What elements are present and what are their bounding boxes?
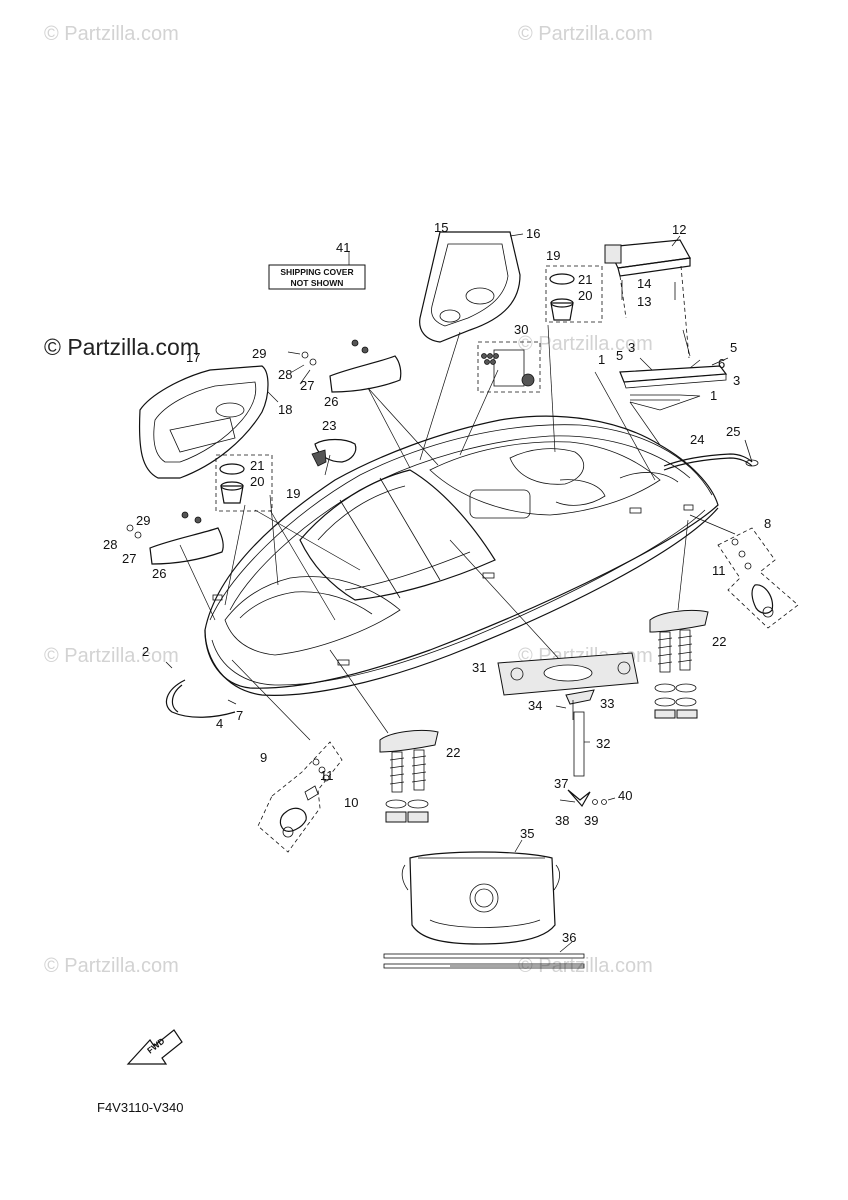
part-8-bracket-right (717, 527, 799, 629)
callout-19-right: 19 (546, 248, 560, 263)
leader-lines (179, 324, 736, 741)
part-3-rail (619, 357, 729, 411)
boat-hull (204, 415, 719, 696)
callout-6: 6 (718, 356, 725, 371)
callout-29-top: 29 (252, 346, 266, 361)
callout-1-top: 1 (598, 352, 605, 367)
callout-13: 13 (637, 294, 651, 309)
part-15-storage-bin (419, 231, 524, 343)
callout-26-top: 26 (324, 394, 338, 409)
part-12-step (604, 235, 691, 359)
callout-18: 18 (278, 402, 292, 417)
part-31-plate (497, 652, 639, 696)
callout-40: 40 (618, 788, 632, 803)
callout-19-left: 19 (286, 486, 300, 501)
part-23-mirror (311, 438, 357, 467)
callout-35: 35 (520, 826, 534, 841)
callout-8: 8 (764, 516, 771, 531)
callout-30: 30 (514, 322, 528, 337)
part-22-cleat-left (379, 729, 439, 823)
callout-17: 17 (186, 350, 200, 365)
note-line-2: NOT SHOWN (291, 278, 344, 288)
part-37-clip (559, 789, 616, 808)
part-17-storage-bin (138, 365, 279, 479)
shipping-cover-note: SHIPPING COVER NOT SHOWN (268, 252, 366, 290)
callout-32: 32 (596, 736, 610, 751)
fwd-arrow: FWD (126, 1029, 183, 1065)
watermark-mid-left: © Partzilla.com (44, 645, 179, 667)
callout-21-left: 21 (250, 458, 264, 473)
callout-20-left: 20 (250, 474, 264, 489)
watermark-main: © Partzilla.com (44, 334, 199, 360)
callout-34: 34 (528, 698, 542, 713)
watermarks: © Partzilla.com © Partzilla.com © Partzi… (44, 23, 653, 977)
callout-29-left: 29 (136, 513, 150, 528)
watermark-bottom-right: © Partzilla.com (518, 955, 653, 977)
callout-22-left: 22 (446, 745, 460, 760)
part-30-panel (477, 341, 541, 393)
watermark-bottom-left: © Partzilla.com (44, 955, 179, 977)
part-26-grab-handle-left (126, 511, 224, 565)
callout-5-left: 5 (616, 348, 623, 363)
part-24-hose (663, 439, 759, 471)
callout-37: 37 (554, 776, 568, 791)
callout-3-top: 3 (628, 340, 635, 355)
callout-26-left: 26 (152, 566, 166, 581)
callout-24: 24 (690, 432, 704, 447)
callout-2: 2 (142, 644, 149, 659)
callout-14: 14 (637, 276, 651, 291)
diagram-code: F4V3110-V340 (97, 1100, 184, 1115)
callout-9: 9 (260, 750, 267, 765)
callouts: 41 15 16 19 21 20 12 14 13 30 3 5 5 1 6 … (103, 220, 771, 945)
callout-21-right: 21 (578, 272, 592, 287)
part-9-bracket-left (257, 741, 343, 853)
part-36-rod (383, 941, 585, 969)
callout-36: 36 (562, 930, 576, 945)
watermark-mid-right: © Partzilla.com (518, 333, 653, 355)
callout-27-top: 27 (300, 378, 314, 393)
callout-23: 23 (322, 418, 336, 433)
callout-3-right: 3 (733, 373, 740, 388)
callout-39: 39 (584, 813, 598, 828)
part-19-cupholder-left (215, 454, 273, 512)
callout-10: 10 (344, 795, 358, 810)
part-19-cupholder-right (545, 265, 603, 323)
watermark-top-right: © Partzilla.com (518, 23, 653, 45)
callout-28-left: 28 (103, 537, 117, 552)
callout-16: 16 (526, 226, 540, 241)
part-32-pole (555, 689, 595, 777)
callout-20-right: 20 (578, 288, 592, 303)
callout-22-right: 22 (712, 634, 726, 649)
note-line-1: SHIPPING COVER (280, 267, 353, 277)
callout-11-left: 11 (320, 768, 334, 783)
callout-15: 15 (434, 220, 448, 235)
part-26-grab-handle-upper (287, 339, 402, 393)
part-4-cable (165, 661, 237, 718)
callout-11-right: 11 (712, 563, 726, 578)
callout-41: 41 (336, 240, 350, 255)
callout-27-left: 27 (122, 551, 136, 566)
callout-33: 33 (600, 696, 614, 711)
watermark-top-left: © Partzilla.com (44, 23, 179, 45)
callout-28-top: 28 (278, 367, 292, 382)
callout-31: 31 (472, 660, 486, 675)
part-22-cleat-right (649, 609, 709, 719)
callout-1-right: 1 (710, 388, 717, 403)
part-35-cover (401, 839, 560, 945)
callout-38: 38 (555, 813, 569, 828)
callout-4: 4 (216, 716, 223, 731)
callout-5-right: 5 (730, 340, 737, 355)
callout-25: 25 (726, 424, 740, 439)
callout-12: 12 (672, 222, 686, 237)
callout-7: 7 (236, 708, 243, 723)
